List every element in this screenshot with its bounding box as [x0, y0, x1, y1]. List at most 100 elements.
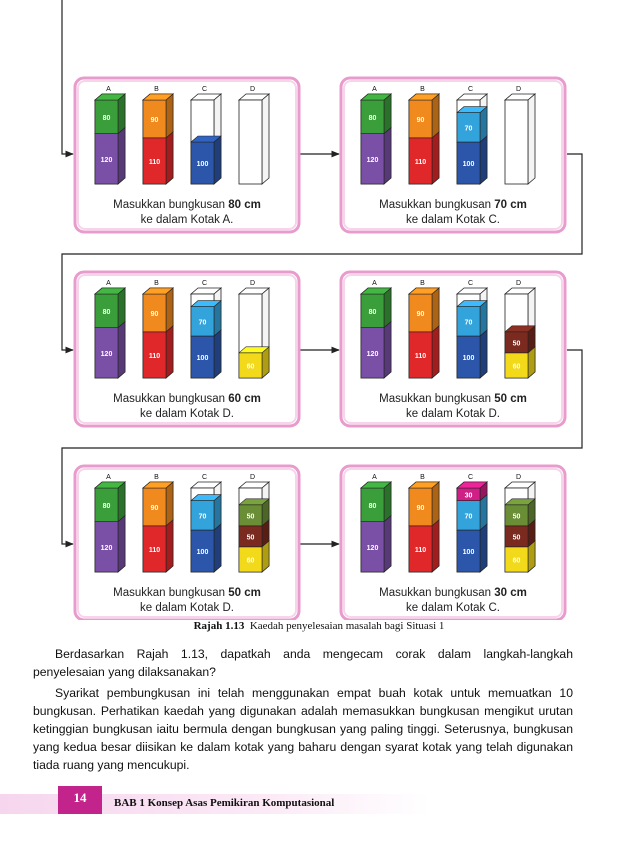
figure-caption: Rajah 1.13 Kaedah penyelesaian masalah b… — [0, 620, 638, 632]
connector-start — [61, 0, 74, 158]
paragraph-question-text: Berdasarkan Rajah 1.13, dapatkah anda me… — [33, 647, 573, 679]
box-side-face — [527, 93, 536, 185]
panel-message-size: 80 cm — [228, 199, 261, 211]
column-label-C: C — [202, 86, 207, 93]
package-label: 30 — [465, 492, 473, 499]
panel-message-line1: Masukkan bungkusan 50 cm — [379, 393, 527, 405]
panel-message-line2: ke dalam Kotak D. — [140, 408, 234, 420]
package-label: 100 — [197, 161, 209, 168]
package-top — [94, 287, 126, 295]
package-label: 120 — [101, 545, 113, 552]
package-side — [165, 325, 174, 379]
panel-message-line2: ke dalam Kotak C. — [406, 214, 500, 226]
panel-message-line2: ke dalam Kotak C. — [406, 602, 500, 614]
package-top — [504, 498, 536, 506]
package-label: 100 — [197, 355, 209, 362]
box-front-face — [238, 99, 263, 185]
package-label: 50 — [247, 534, 255, 541]
column-label-A: A — [106, 280, 111, 287]
package-top — [360, 93, 392, 101]
package-label: 80 — [369, 115, 377, 122]
panel-message-line2: ke dalam Kotak D. — [406, 408, 500, 420]
package-label: 80 — [103, 503, 111, 510]
panel-message-prefix: Masukkan bungkusan — [379, 393, 494, 405]
package-label: 60 — [247, 363, 255, 370]
package-label: 60 — [513, 557, 521, 564]
panel-message-line1: Masukkan bungkusan 80 cm — [113, 199, 261, 211]
package-side — [117, 287, 126, 329]
package-side — [117, 481, 126, 523]
package-label: 90 — [417, 311, 425, 318]
package-side — [431, 131, 440, 185]
panel-message-line1: Masukkan bungkusan 50 cm — [113, 587, 261, 599]
panel-frame-inner — [77, 468, 297, 618]
package-top — [456, 106, 488, 113]
package-top — [190, 494, 222, 501]
package-label: 90 — [151, 117, 159, 124]
column-label-C: C — [468, 86, 473, 93]
column-label-B: B — [420, 474, 425, 481]
panel-message-prefix: Masukkan bungkusan — [379, 587, 494, 599]
column-label-D: D — [250, 280, 255, 287]
column-label-B: B — [154, 86, 159, 93]
package-top — [238, 346, 270, 354]
package-label: 110 — [149, 547, 160, 554]
package-label: 100 — [197, 549, 209, 556]
column-label-A: A — [372, 280, 377, 287]
package-side — [431, 325, 440, 379]
panel-frame-inner — [343, 80, 563, 230]
panel-message-prefix: Masukkan bungkusan — [379, 199, 494, 211]
panel-message-prefix: Masukkan bungkusan — [113, 199, 228, 211]
package-side — [165, 519, 174, 573]
package-side — [431, 287, 440, 333]
package-top — [456, 300, 488, 307]
box-side-face — [261, 93, 270, 185]
package-side — [383, 126, 392, 185]
panel-message-size: 60 cm — [228, 393, 261, 405]
package-label: 110 — [415, 353, 426, 360]
package-label: 110 — [149, 353, 160, 360]
panel-message-prefix: Masukkan bungkusan — [113, 393, 228, 405]
package-side — [479, 329, 488, 379]
column-label-A: A — [372, 474, 377, 481]
package-label: 80 — [369, 309, 377, 316]
package-side — [117, 93, 126, 135]
panel-message-size: 50 cm — [494, 393, 527, 405]
panel-message-line1: Masukkan bungkusan 30 cm — [379, 587, 527, 599]
panel-frame-inner — [77, 80, 297, 230]
package-side — [165, 93, 174, 139]
package-top — [408, 93, 440, 101]
package-top — [190, 135, 222, 143]
package-side — [431, 93, 440, 139]
package-top — [408, 481, 440, 489]
package-label: 100 — [463, 161, 475, 168]
package-side — [383, 481, 392, 523]
panel-message-line2: ke dalam Kotak A. — [141, 214, 234, 226]
column-label-C: C — [202, 280, 207, 287]
package-side — [383, 514, 392, 573]
package-label: 50 — [513, 534, 521, 541]
column-label-C: C — [468, 280, 473, 287]
package-top — [190, 300, 222, 307]
package-top — [94, 481, 126, 489]
package-side — [165, 287, 174, 333]
caption-label: Rajah 1.13 — [193, 620, 245, 632]
package-label: 80 — [369, 503, 377, 510]
column-label-C: C — [468, 474, 473, 481]
package-label: 120 — [367, 157, 379, 164]
package-label: 120 — [367, 545, 379, 552]
column-label-B: B — [420, 280, 425, 287]
package-label: 50 — [513, 513, 521, 520]
column-label-A: A — [106, 86, 111, 93]
chapter-title: BAB 1 Konsep Asas Pemikiran Komputasiona… — [114, 797, 335, 809]
panel-message-size: 50 cm — [228, 587, 261, 599]
column-label-C: C — [202, 474, 207, 481]
package-side — [383, 93, 392, 135]
panel-message-size: 30 cm — [494, 587, 527, 599]
column-label-D: D — [516, 474, 521, 481]
